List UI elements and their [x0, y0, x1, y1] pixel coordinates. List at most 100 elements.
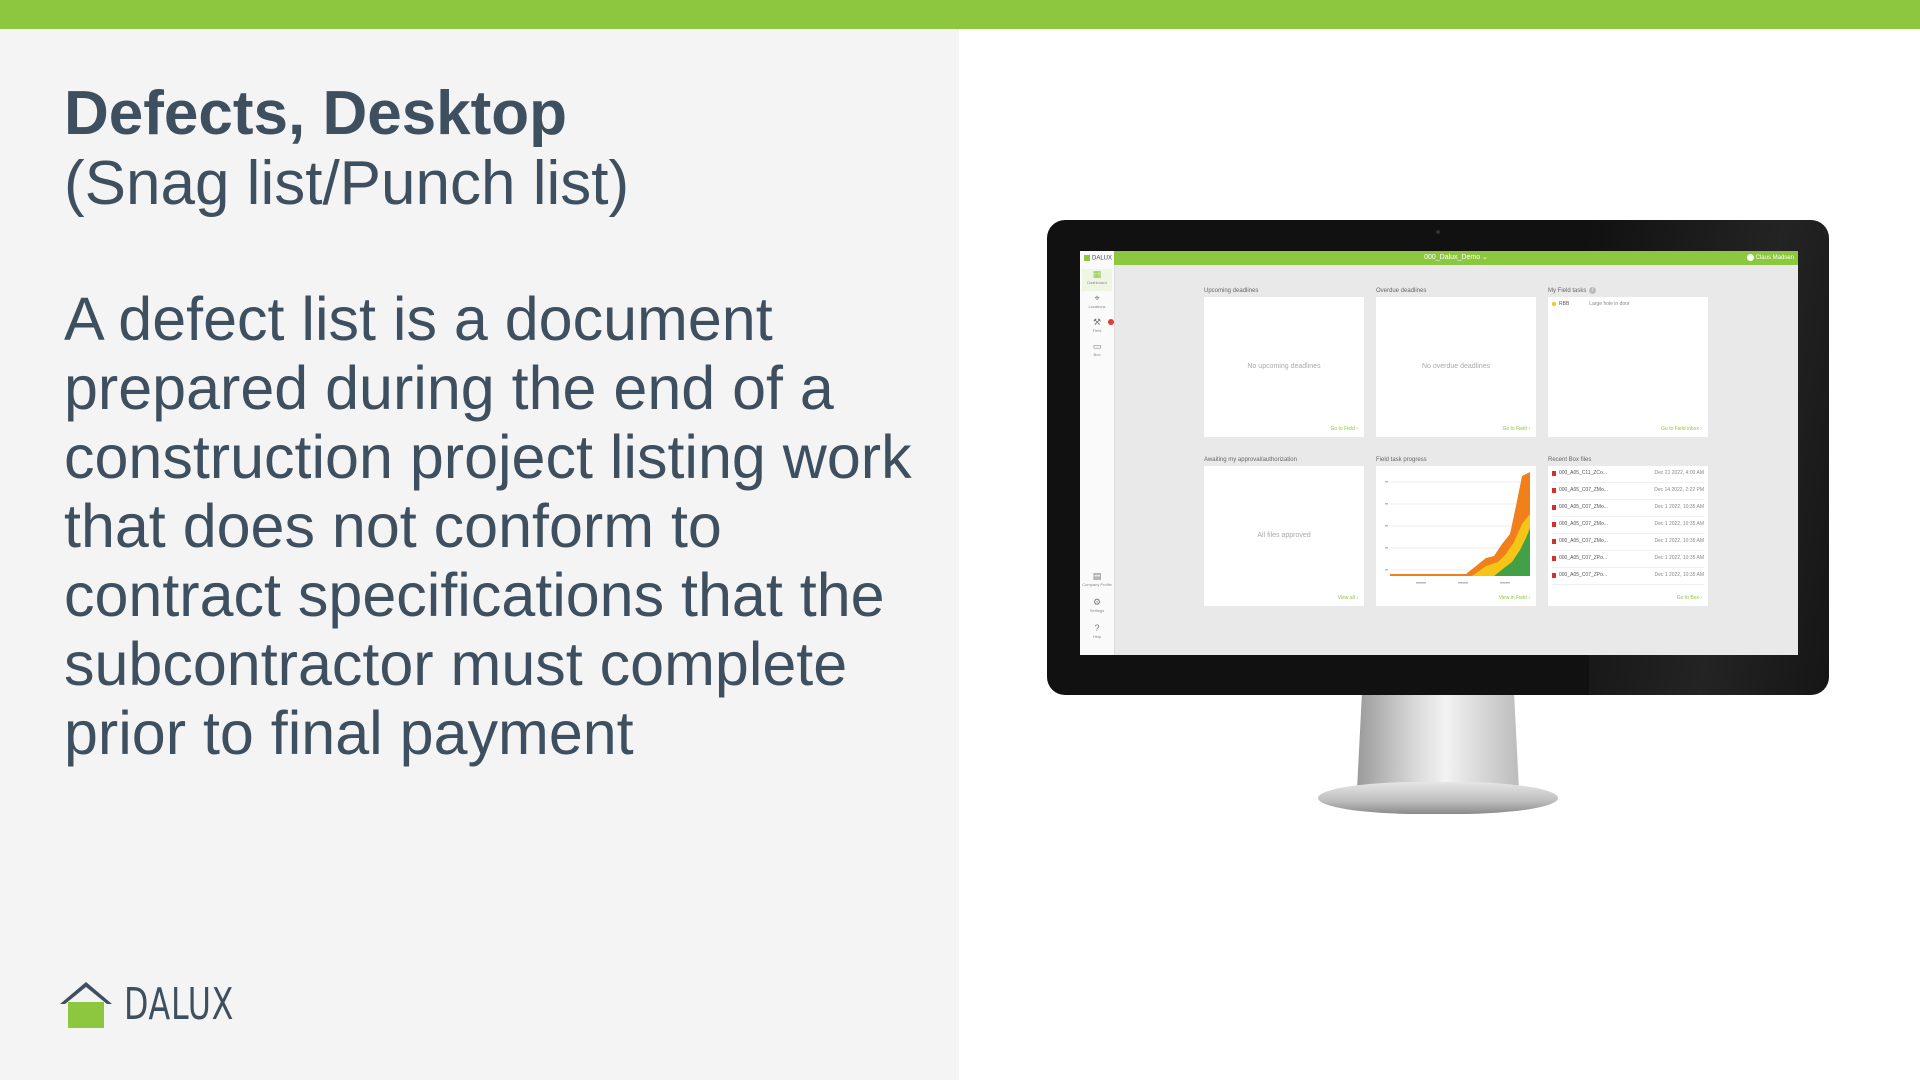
progress-chart [1385, 472, 1530, 584]
monitor-neck [1357, 695, 1519, 790]
file-name: 000_A05_C07_ZPo... [1559, 572, 1608, 578]
file-row[interactable]: 000_A05_C07_ZMo... Dec 1 2022, 10:35 AM [1552, 517, 1704, 534]
sidebar-item-locations[interactable]: ⌖ Locations [1082, 293, 1112, 315]
my-field-tasks-title-text: My Field tasks [1548, 288, 1587, 295]
top-accent-bar [0, 0, 1920, 29]
app-logo-text: DALUX [1092, 255, 1113, 262]
sidebar-item-field[interactable]: ⚒ Field [1082, 317, 1114, 339]
pdf-file-icon [1552, 573, 1556, 578]
file-name: 000_A05_C07_ZMo... [1559, 487, 1608, 493]
pdf-file-icon [1552, 556, 1556, 561]
user-menu[interactable]: Claus Madsen [1746, 253, 1794, 263]
overdue-empty-message: No overdue deadlines [1421, 363, 1491, 370]
awaiting-approval-title: Awaiting my approval/authorization [1204, 457, 1297, 463]
task-description: Large hole in door [1589, 301, 1630, 307]
app-topbar: 000_Dalux_Demo ⌄ Claus Madsen [1114, 251, 1798, 265]
sidebar-item-company-profile[interactable]: ▤ Company Profile [1082, 571, 1112, 593]
go-to-field-link[interactable]: Go to Field › [1502, 426, 1530, 432]
app-logo: DALUX [1084, 255, 1112, 262]
info-icon[interactable]: i [1589, 287, 1597, 294]
file-date: Dec 1 2022, 10:35 AM [1654, 572, 1704, 578]
house-icon [60, 982, 112, 1028]
pdf-file-icon [1552, 522, 1556, 527]
slide-subtitle: (Snag list/Punch list) [64, 149, 630, 218]
gear-icon: ⚙ [1092, 597, 1102, 607]
go-to-field-link[interactable]: Go to Field › [1330, 426, 1358, 432]
sidebar-item-label: Box [1093, 352, 1101, 357]
user-avatar-icon [1746, 253, 1754, 261]
pdf-file-icon [1552, 539, 1556, 544]
upcoming-deadlines-title: Upcoming deadlines [1204, 288, 1259, 294]
logo-text: DALUX [124, 979, 235, 1030]
file-row[interactable]: 000_A05_C07_ZMo... Dec 1 2022, 10:35 AM [1552, 500, 1704, 517]
awaiting-approval-widget: All files approved View all › [1204, 466, 1364, 606]
approval-empty-message: All files approved [1257, 532, 1311, 539]
location-pin-icon: ⌖ [1094, 293, 1100, 303]
slide-title: Defects, Desktop [64, 79, 568, 148]
user-name: Claus Madsen [1755, 255, 1794, 261]
upcoming-deadlines-widget: No upcoming deadlines Go to Field › [1204, 297, 1364, 437]
sidebar-item-label: Field [1092, 328, 1102, 333]
pdf-file-icon [1552, 471, 1556, 476]
building-icon: ▤ [1092, 571, 1102, 581]
dashboard-icon: ▦ [1092, 269, 1102, 279]
upcoming-empty-message: No upcoming deadlines [1247, 363, 1321, 370]
file-row[interactable]: 000_A05_C07_ZMo... Dec 1 2022, 10:35 AM [1552, 534, 1704, 551]
view-all-link[interactable]: View all › [1337, 595, 1358, 601]
help-icon: ? [1094, 623, 1100, 633]
field-task-progress-title: Field task progress [1376, 457, 1427, 463]
overdue-deadlines-title: Overdue deadlines [1376, 288, 1427, 294]
file-row[interactable]: 000_A05_C07_ZPo... Dec 1 2022, 10:35 AM [1552, 568, 1704, 585]
sidebar-item-label: Company Profile [1082, 582, 1112, 587]
file-name: 000_A05_C11_ZCo... [1559, 470, 1607, 476]
sidebar-item-label: Help [1092, 634, 1102, 639]
file-date: Dec 1 2022, 10:35 AM [1654, 521, 1704, 527]
recent-box-files-title: Recent Box files [1548, 457, 1592, 463]
my-field-tasks-widget: RBB Large hole in door Go to Field inbox … [1548, 297, 1708, 437]
monitor: DALUX ▦ Dashboard ⌖ Locations ⚒ Field ▭ … [1047, 220, 1829, 695]
status-dot-icon [1552, 301, 1556, 306]
project-selector[interactable]: 000_Dalux_Demo ⌄ [1424, 254, 1488, 261]
pdf-file-icon [1552, 505, 1556, 510]
sidebar-item-dashboard[interactable]: ▦ Dashboard [1082, 269, 1112, 291]
sidebar-item-label: Settings [1089, 608, 1105, 613]
monitor-base [1318, 782, 1558, 814]
overdue-deadlines-widget: No overdue deadlines Go to Field › [1376, 297, 1536, 437]
file-name: 000_A05_C07_ZMo... [1559, 521, 1608, 527]
file-row[interactable]: 000_A05_C07_ZPo... Dec 1 2022, 10:35 AM [1552, 551, 1704, 568]
field-icon: ⚒ [1092, 317, 1102, 327]
file-date: Dec 1 2022, 10:35 AM [1654, 504, 1704, 510]
app-logo-mark [1084, 255, 1090, 261]
file-date: Dec 14 2022, 2:22 PM [1654, 487, 1704, 493]
sidebar-item-box[interactable]: ▭ Box [1082, 341, 1112, 363]
file-row[interactable]: 000_A05_C11_ZCo... Dec 21 2022, 4:00 AM [1552, 466, 1704, 483]
go-to-field-inbox-link[interactable]: Go to Field inbox › [1661, 426, 1702, 432]
sidebar-item-settings[interactable]: ⚙ Settings [1082, 597, 1112, 619]
file-name: 000_A05_C07_ZMo... [1559, 504, 1608, 510]
file-row[interactable]: 000_A05_C07_ZMo... Dec 14 2022, 2:22 PM [1552, 483, 1704, 500]
notification-badge [1108, 319, 1114, 325]
file-name: 000_A05_C07_ZMo... [1559, 538, 1608, 544]
task-label: RBB [1559, 301, 1570, 307]
field-task-progress-widget: View in Field › [1376, 466, 1536, 606]
task-row[interactable]: RBB Large hole in door [1552, 301, 1630, 307]
camera-dot [1436, 230, 1440, 234]
go-to-box-link[interactable]: Go to Box › [1676, 595, 1702, 601]
app-screen: DALUX ▦ Dashboard ⌖ Locations ⚒ Field ▭ … [1080, 251, 1798, 655]
view-in-field-link[interactable]: View in Field › [1498, 595, 1530, 601]
dalux-logo: DALUX [56, 976, 236, 1032]
sidebar-item-label: Locations [1088, 304, 1106, 309]
recent-box-files-widget: 000_A05_C11_ZCo... Dec 21 2022, 4:00 AM 0… [1548, 466, 1708, 606]
box-icon: ▭ [1092, 341, 1102, 351]
sidebar-item-label: Dashboard [1087, 280, 1107, 285]
file-date: Dec 1 2022, 10:35 AM [1654, 555, 1704, 561]
file-date: Dec 1 2022, 10:35 AM [1654, 538, 1704, 544]
app-sidebar: DALUX ▦ Dashboard ⌖ Locations ⚒ Field ▭ … [1080, 251, 1115, 655]
text-panel [0, 29, 959, 1080]
slide-body: A defect list is a document prepared dur… [64, 285, 912, 767]
file-name: 000_A05_C07_ZPo... [1559, 555, 1608, 561]
pdf-file-icon [1552, 488, 1556, 493]
sidebar-item-help[interactable]: ? Help [1082, 623, 1112, 645]
file-date: Dec 21 2022, 4:00 AM [1654, 470, 1704, 476]
